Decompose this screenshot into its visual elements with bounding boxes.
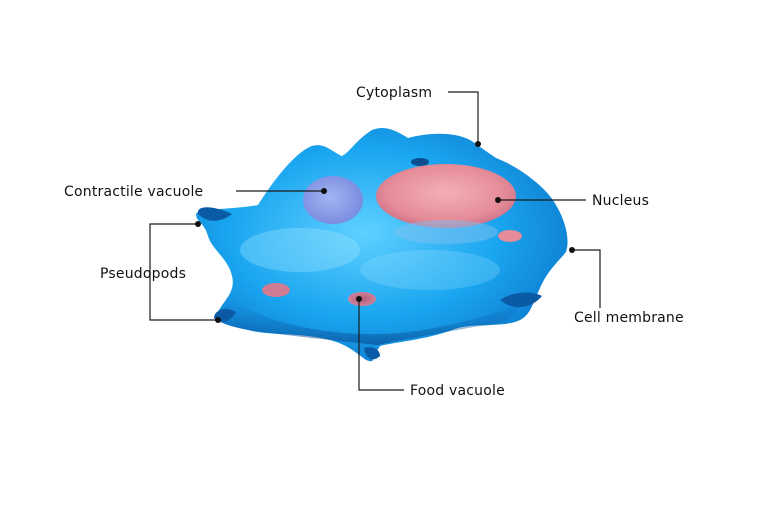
food-vacuole-dot: [356, 296, 362, 302]
label-nucleus: Nucleus: [592, 193, 649, 209]
pseudopods-dot-lower: [215, 317, 221, 323]
cell-membrane-dot: [569, 247, 575, 253]
cell-spot: [411, 158, 429, 166]
cell-shadow: [217, 300, 520, 345]
food-vacuole-leader: [358, 299, 404, 391]
small-vacuole-left: [262, 283, 290, 297]
label-contractile-vacuole: Contractile vacuole: [64, 184, 203, 200]
pseudopods-leader: [149, 223, 218, 321]
nucleus-shadow: [394, 220, 498, 244]
cytoplasm-dot: [475, 141, 481, 147]
cell-highlight: [240, 228, 360, 272]
cytoplasm-leader: [448, 91, 479, 144]
nucleus: [376, 164, 516, 228]
contractile-vacuole-dot: [321, 188, 327, 194]
label-cell-membrane: Cell membrane: [574, 310, 684, 326]
amoeba-cell: [196, 127, 568, 362]
label-food-vacuole: Food vacuole: [410, 383, 505, 399]
label-cytoplasm: Cytoplasm: [356, 85, 432, 101]
nucleus-dot: [495, 197, 501, 203]
pseudopods-dot-upper: [195, 221, 201, 227]
label-pseudopods: Pseudopods: [100, 266, 186, 282]
small-vacuole-right: [498, 230, 522, 242]
cell-membrane-leader: [572, 249, 601, 308]
pseudopod-bottom: [364, 347, 380, 360]
pseudopod-right: [500, 292, 542, 308]
cell-highlight-2: [360, 250, 500, 290]
pseudopod-upper: [197, 207, 232, 221]
contractile-vacuole: [303, 176, 363, 224]
